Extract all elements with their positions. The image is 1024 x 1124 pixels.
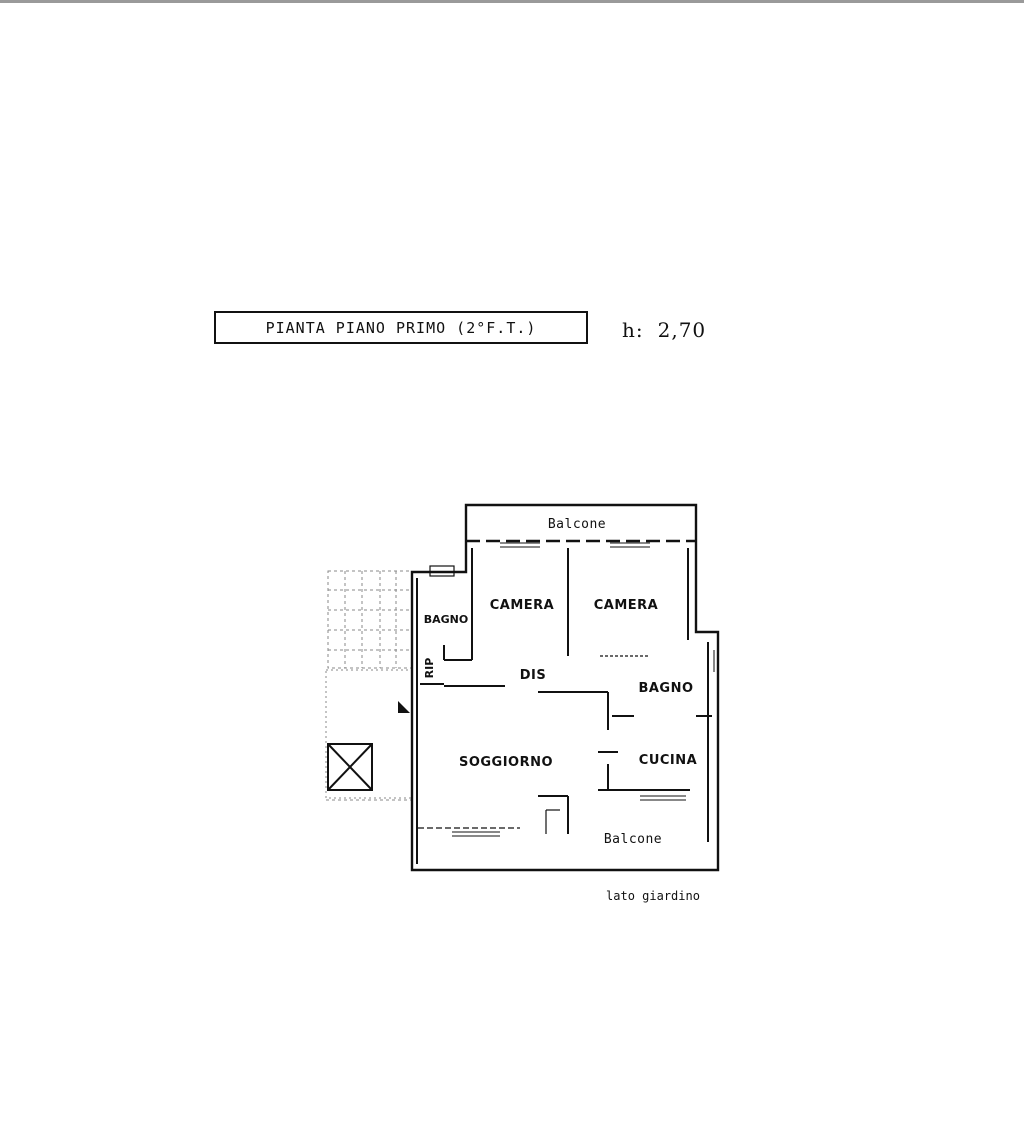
room-camera-1: CAMERA xyxy=(490,598,555,613)
neighbour-structure xyxy=(327,570,413,669)
plan-title: PIANTA PIANO PRIMO (2°F.T.) xyxy=(265,318,537,337)
plan-title-box: PIANTA PIANO PRIMO (2°F.T.) xyxy=(214,311,588,344)
room-camera-2: CAMERA xyxy=(594,598,659,613)
room-balcone-bottom: Balcone xyxy=(604,832,662,847)
side-note: lato giardino xyxy=(606,889,700,903)
chimney xyxy=(429,565,455,577)
room-balcone-top: Balcone xyxy=(548,517,606,532)
height-value: 2,70 xyxy=(657,318,707,342)
height-prefix: h: xyxy=(622,318,644,342)
scan-border xyxy=(0,0,1024,3)
entrance-arrow-icon xyxy=(398,701,410,713)
room-disimpegno: DIS xyxy=(520,668,547,683)
room-bagno-large: BAGNO xyxy=(638,681,693,696)
room-cucina: CUCINA xyxy=(639,753,697,768)
room-soggiorno: SOGGIORNO xyxy=(459,755,553,770)
neighbour-shaft xyxy=(325,669,413,801)
window-marks xyxy=(452,542,719,837)
outer-walls xyxy=(410,503,720,872)
room-ripostiglio: RIP xyxy=(423,658,436,679)
interior-walls xyxy=(416,548,712,864)
room-bagno-small: BAGNO xyxy=(424,613,468,626)
ceiling-height: h: 2,70 xyxy=(622,318,706,342)
